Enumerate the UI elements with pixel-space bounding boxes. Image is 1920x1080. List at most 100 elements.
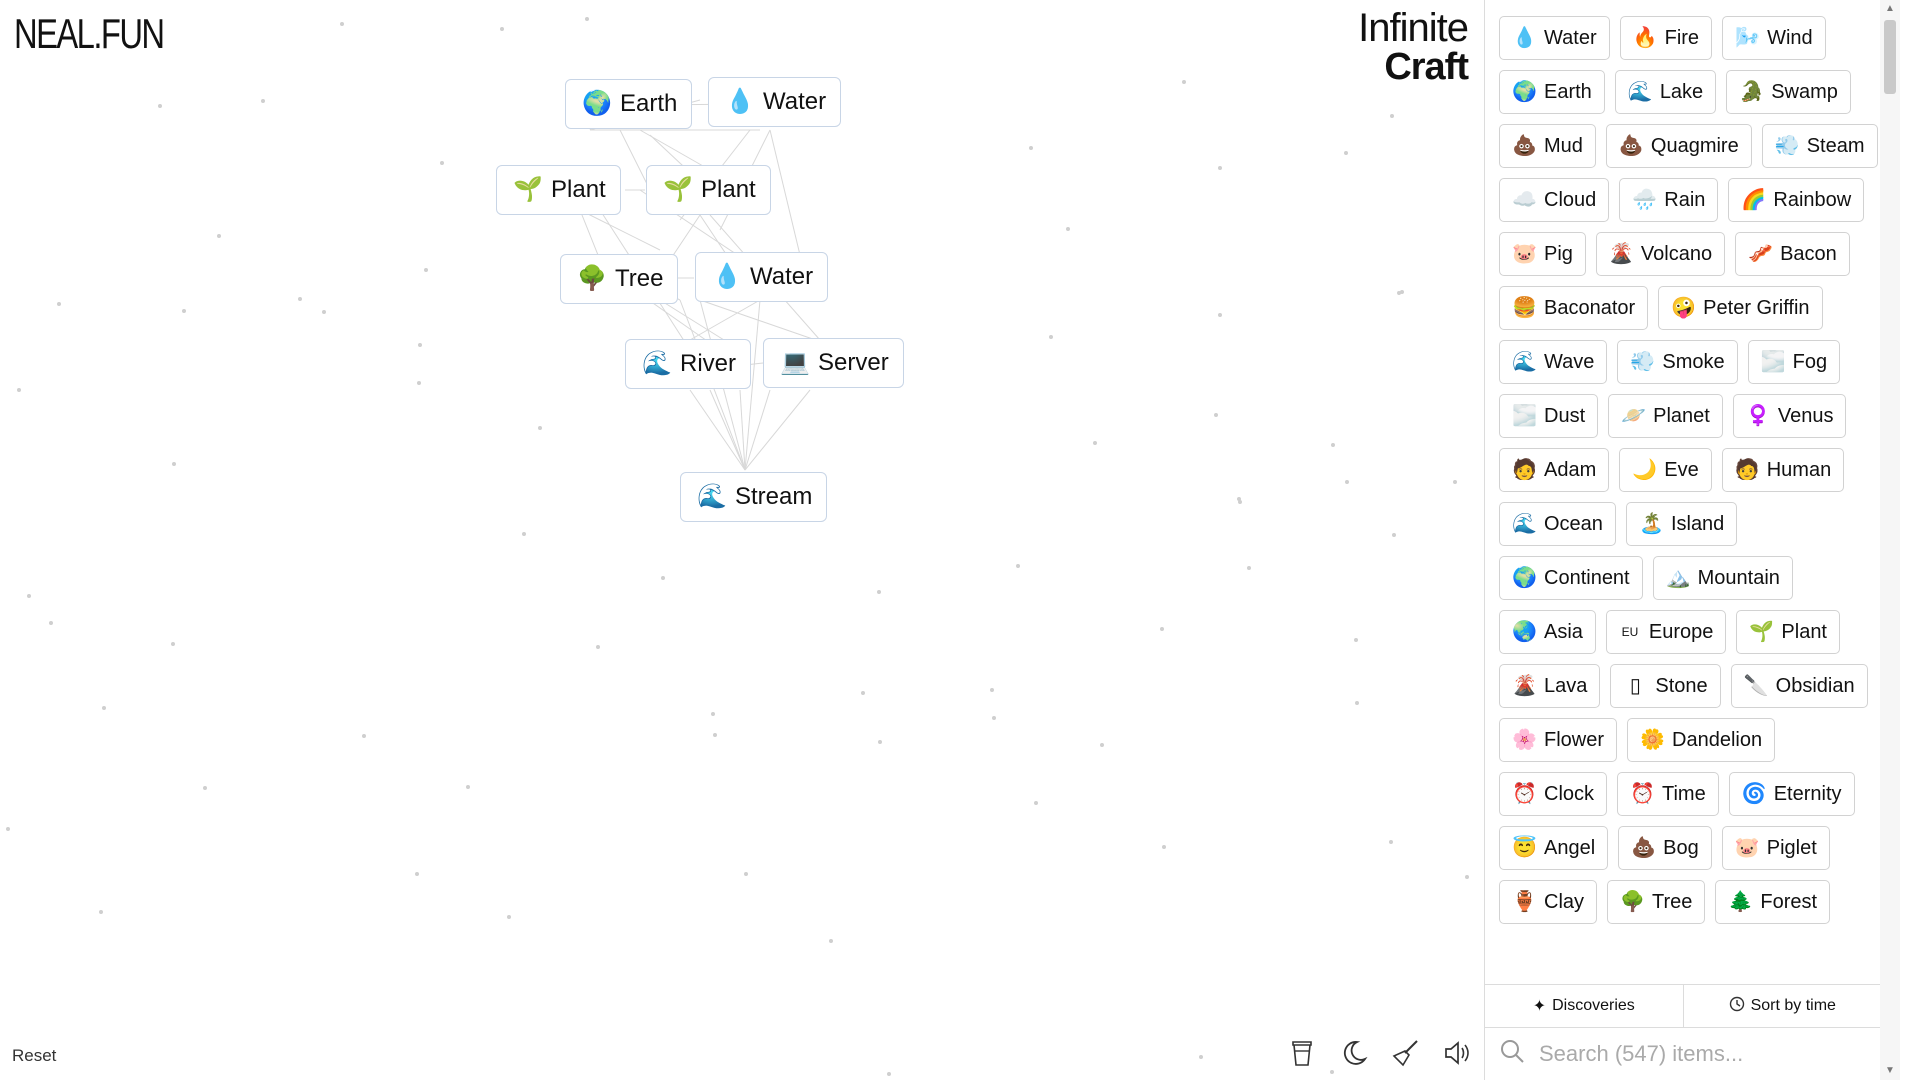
- item-label: Eternity: [1773, 782, 1842, 805]
- item-label: Planet: [1653, 404, 1710, 427]
- item-label: Cloud: [1544, 188, 1597, 211]
- sidebar-item-fire[interactable]: 🔥Fire: [1619, 16, 1713, 60]
- sidebar-item-continent[interactable]: 🌍Continent: [1499, 556, 1643, 600]
- item-emoji-icon: 🌋: [1608, 243, 1634, 265]
- background-dot: [158, 104, 162, 108]
- sidebar-item-fog[interactable]: 🌫️Fog: [1747, 340, 1841, 384]
- sidebar-item-cloud[interactable]: ☁️ Cloud: [1499, 178, 1610, 222]
- canvas-item-river[interactable]: 🌊 River: [625, 339, 752, 389]
- canvas-item-tree[interactable]: 🌳 Tree: [560, 254, 679, 304]
- sidebar-item-wave[interactable]: 🌊Wave: [1499, 340, 1608, 384]
- sidebar-item-obsidian[interactable]: 🔪Obsidian: [1730, 664, 1868, 708]
- canvas-item-earth[interactable]: 🌍 Earth: [565, 79, 693, 129]
- sidebar-item-lake[interactable]: 🌊Lake: [1614, 70, 1717, 114]
- item-label: Venus: [1777, 404, 1834, 427]
- background-dot: [340, 22, 344, 26]
- sidebar-item-planet[interactable]: 🪐Planet: [1608, 394, 1723, 438]
- sidebar-item-human[interactable]: 🧑Human: [1721, 448, 1845, 492]
- sidebar-item-quagmire[interactable]: 💩Quagmire: [1605, 124, 1752, 168]
- scrollbar-thumb[interactable]: [1884, 20, 1896, 94]
- canvas-item-plant[interactable]: 🌱 Plant: [646, 165, 771, 215]
- background-dot: [585, 17, 589, 21]
- sidebar-item-mountain[interactable]: 🏔️Mountain: [1652, 556, 1793, 600]
- item-label: Eve: [1664, 458, 1699, 481]
- sidebar-item-dust[interactable]: 🌫️Dust: [1499, 394, 1599, 438]
- sidebar-item-plant[interactable]: 🌱Plant: [1736, 610, 1840, 654]
- item-emoji-icon: 🌸: [1512, 729, 1537, 751]
- background-dot: [1345, 480, 1349, 484]
- sidebar-item-venus[interactable]: ♀️ Venus: [1732, 394, 1847, 438]
- sidebar-item-mud[interactable]: 💩Mud: [1499, 124, 1596, 168]
- sidebar-item-steam[interactable]: 💨Steam: [1761, 124, 1878, 168]
- item-emoji-icon: 🌫️: [1512, 405, 1537, 427]
- moon-icon[interactable]: [1337, 1036, 1371, 1070]
- broom-icon[interactable]: [1389, 1036, 1423, 1070]
- sidebar-item-island[interactable]: 🏝️Island: [1625, 502, 1738, 546]
- sidebar-item-flower[interactable]: 🌸Flower: [1499, 718, 1618, 762]
- sidebar-item-clay[interactable]: 🏺Clay: [1499, 880, 1598, 924]
- sidebar-item-baconator[interactable]: 🍔Baconator: [1499, 286, 1649, 330]
- background-dot: [1238, 500, 1242, 504]
- sidebar-item-dandelion[interactable]: 🌼Dandelion: [1627, 718, 1776, 762]
- item-emoji-icon: ☁️: [1512, 189, 1537, 211]
- background-dot: [713, 733, 717, 737]
- sidebar-item-stone[interactable]: ▯Stone: [1610, 664, 1721, 708]
- discoveries-tab[interactable]: ✦ Discoveries: [1485, 985, 1683, 1027]
- sidebar-item-tree[interactable]: 🌳Tree: [1607, 880, 1706, 924]
- sidebar-item-rainbow[interactable]: 🌈Rainbow: [1728, 178, 1865, 222]
- item-emoji-icon: 🤪: [1671, 297, 1697, 319]
- background-dot: [990, 688, 994, 692]
- sidebar-item-swamp[interactable]: 🐊Swamp: [1726, 70, 1851, 114]
- item-emoji-icon: 💧: [1512, 27, 1537, 49]
- sidebar-item-lava[interactable]: 🌋Lava: [1499, 664, 1601, 708]
- sidebar-item-peter-griffin[interactable]: 🤪Peter Griffin: [1658, 286, 1823, 330]
- sidebar-item-bog[interactable]: 💩Bog: [1618, 826, 1712, 870]
- sidebar-item-volcano[interactable]: 🌋Volcano: [1595, 232, 1726, 276]
- canvas-item-water[interactable]: 💧 Water: [695, 252, 829, 302]
- background-dot: [711, 712, 715, 716]
- canvas-item-server[interactable]: 💻 Server: [763, 338, 904, 388]
- sidebar-item-pig[interactable]: 🐷Pig: [1499, 232, 1586, 276]
- scroll-up-arrow-icon[interactable]: ▲: [1885, 3, 1895, 14]
- background-dot: [182, 309, 186, 313]
- sidebar-item-water[interactable]: 💧Water: [1499, 16, 1610, 60]
- sidebar-item-bacon[interactable]: 🥓Bacon: [1735, 232, 1850, 276]
- sidebar-item-wind[interactable]: 🌬️Wind: [1722, 16, 1826, 60]
- sidebar-item-eternity[interactable]: 🌀 Eternity: [1728, 772, 1855, 816]
- sidebar-item-time[interactable]: ⏰Time: [1617, 772, 1719, 816]
- item-label: Adam: [1544, 458, 1597, 481]
- sidebar-item-piglet[interactable]: 🐷Piglet: [1721, 826, 1830, 870]
- sidebar-item-earth[interactable]: 🌍Earth: [1499, 70, 1605, 114]
- background-dot: [1344, 151, 1348, 155]
- sidebar-item-forest[interactable]: 🌲Forest: [1715, 880, 1831, 924]
- sidebar-item-smoke[interactable]: 💨Smoke: [1617, 340, 1738, 384]
- item-label: Angel: [1544, 836, 1596, 859]
- canvas-item-plant[interactable]: 🌱 Plant: [496, 165, 621, 215]
- sound-icon[interactable]: [1441, 1036, 1475, 1070]
- canvas-item-stream[interactable]: 🌊 Stream: [680, 472, 828, 522]
- craft-canvas[interactable]: NEAL.FUN Infinite Craft: [0, 0, 1484, 1080]
- sort-by-time-tab[interactable]: Sort by time: [1682, 985, 1882, 1027]
- reset-button[interactable]: Reset: [12, 1046, 57, 1065]
- canvas-item-water[interactable]: 💧 Water: [708, 77, 842, 127]
- background-dot: [217, 234, 221, 238]
- sidebar-item-adam[interactable]: 🧑Adam: [1499, 448, 1610, 492]
- background-dot: [1330, 1070, 1334, 1074]
- scroll-down-arrow-icon[interactable]: ▼: [1885, 1065, 1895, 1076]
- sidebar-item-rain[interactable]: 🌧️Rain: [1619, 178, 1719, 222]
- neal-fun-logo[interactable]: NEAL.FUN: [14, 10, 165, 57]
- background-dot: [861, 691, 865, 695]
- search-input[interactable]: [1537, 1039, 1861, 1068]
- coffee-cup-icon[interactable]: [1285, 1036, 1319, 1070]
- sidebar-item-eve[interactable]: 🌙Eve: [1619, 448, 1712, 492]
- sidebar-item-clock[interactable]: ⏰Clock: [1499, 772, 1608, 816]
- item-emoji-icon: ♀️: [1745, 405, 1771, 427]
- sidebar-item-angel[interactable]: 😇Angel: [1499, 826, 1609, 870]
- sidebar-scrollbar[interactable]: ▲ ▼: [1880, 0, 1900, 1080]
- background-dot: [298, 297, 302, 301]
- sidebar-item-asia[interactable]: 🌏Asia: [1499, 610, 1596, 654]
- sidebar-item-ocean[interactable]: 🌊Ocean: [1499, 502, 1616, 546]
- item-emoji-icon: 🌀: [1741, 783, 1767, 805]
- item-label: Steam: [1806, 134, 1865, 157]
